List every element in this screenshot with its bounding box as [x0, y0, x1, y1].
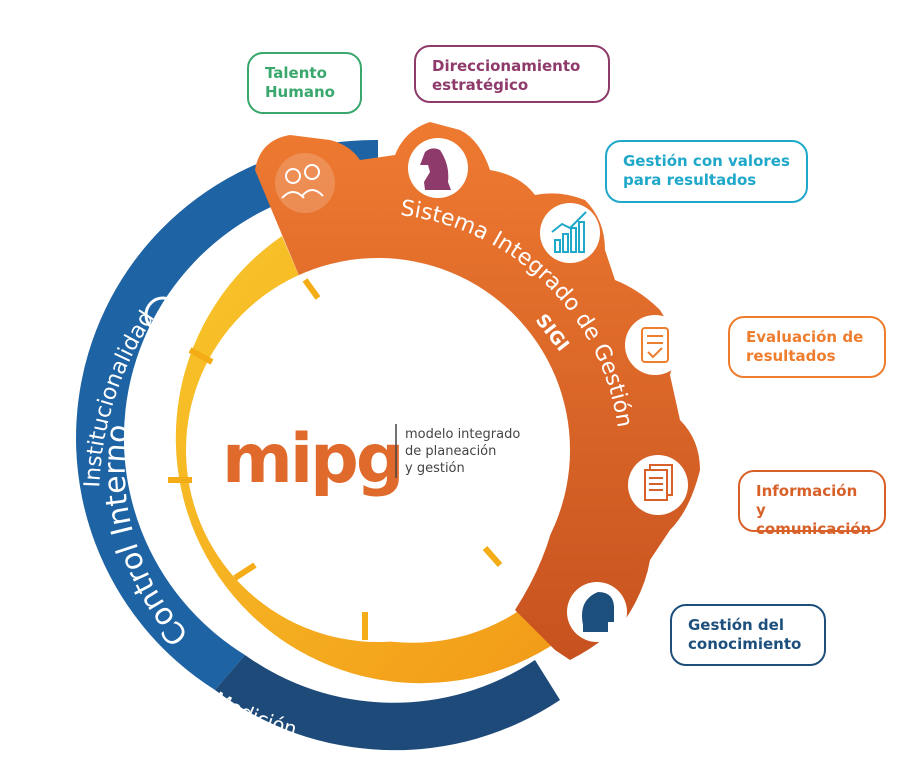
tagline-line-3: y gestión	[405, 461, 465, 476]
label-talento-humano: Talento Humano	[247, 52, 362, 114]
label-evaluacion: Evaluación de resultados	[728, 316, 886, 378]
conocimiento-icon-badge	[567, 582, 627, 642]
talento-humano-icon-badge	[275, 153, 335, 213]
sistema-integrado-ring	[255, 122, 700, 660]
label-line: estratégico	[432, 76, 529, 94]
tagline-line-2: de planeación	[405, 444, 496, 459]
gestion-valores-icon-badge	[540, 203, 600, 263]
label-line: para resultados	[623, 171, 757, 189]
checklist-icon	[641, 327, 669, 363]
label-line: Talento	[265, 64, 327, 82]
label-line: Humano	[265, 83, 335, 101]
direccionamiento-icon-badge	[408, 138, 468, 198]
informacion-icon-badge	[628, 455, 688, 515]
label-direccionamiento: Direccionamiento estratégico	[414, 45, 610, 103]
label-line: Gestión con valores	[623, 152, 790, 170]
label-line: Información y	[756, 482, 858, 519]
bar-chart-icon	[551, 211, 587, 253]
center-disk	[186, 258, 570, 642]
documents-icon	[644, 464, 673, 501]
chess-knight-icon	[420, 148, 451, 190]
label-line: Direccionamiento	[432, 57, 581, 75]
magnifier-icon	[144, 296, 192, 344]
tagline-line-1: modelo integrado	[405, 427, 520, 442]
label-informacion: Información y comunicación	[738, 470, 886, 538]
control-interno-ring	[175, 236, 560, 684]
head-icon	[582, 592, 615, 632]
label-line: conocimiento	[688, 635, 802, 653]
institucionalidad-ring	[76, 139, 379, 690]
mipg-logo: mipg	[222, 420, 402, 499]
label-line: comunicación	[756, 520, 872, 538]
label-gestion-valores: Gestión con valores para resultados	[605, 140, 808, 203]
label-line: Gestión del	[688, 616, 784, 634]
people-icon	[281, 164, 324, 199]
tick-marks	[168, 278, 503, 640]
label-line: Evaluación de	[746, 328, 864, 346]
evaluacion-icon-badge	[625, 315, 685, 375]
label-conocimiento: Gestión del conocimiento	[670, 604, 826, 666]
medicion-ring	[215, 655, 560, 751]
label-line: resultados	[746, 347, 836, 365]
